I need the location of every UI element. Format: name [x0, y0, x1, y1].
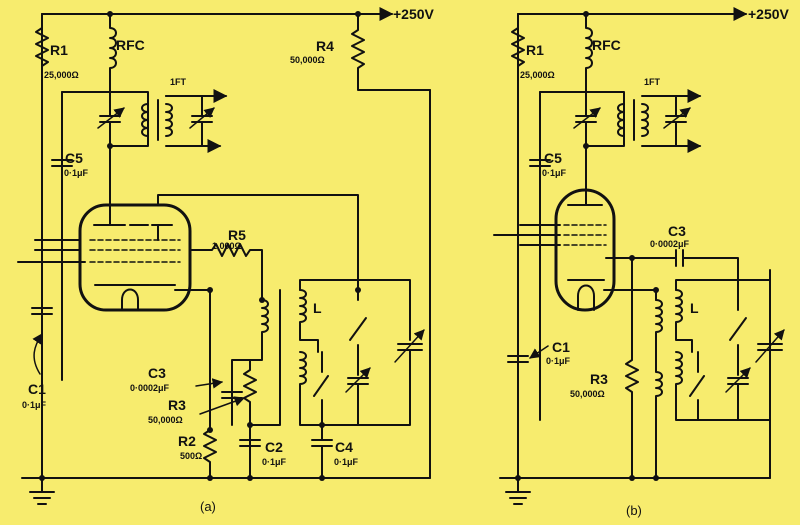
a-c1-capacitor [31, 307, 53, 315]
b-l-coil-lower [675, 351, 771, 421]
a-c5-label: C5 [65, 150, 83, 166]
b-c3-capacitor [605, 249, 739, 301]
b-feedback-coil [655, 299, 663, 479]
b-r3-resistor [625, 257, 639, 479]
a-r4-value: 50,000Ω [290, 55, 325, 65]
a-rfc-label: RFC [116, 37, 145, 53]
a-r2-resistor [203, 429, 217, 479]
a-r3-value: 50,000Ω [148, 415, 183, 425]
b-supply-label: +250V [748, 6, 790, 22]
a-c2-value: 0·1μF [262, 457, 287, 467]
a-r5-value: 1,000Ω [212, 241, 242, 251]
a-oscillator-anode-wire [157, 194, 359, 291]
a-r3-label: R3 [168, 397, 186, 413]
b-valve-envelope [554, 188, 616, 312]
b-r3-value: 50,000Ω [570, 389, 605, 399]
a-ift-label: 1FT [170, 77, 187, 87]
a-r3-resistor [243, 359, 257, 426]
b-valve-grids [563, 224, 607, 246]
b-l-coil-upper [675, 289, 693, 353]
b-r1-resistor [511, 13, 525, 81]
a-r5-label: R5 [228, 227, 246, 243]
a-supply-label: +250V [393, 6, 435, 22]
a-tuning-cap-main [321, 299, 423, 426]
b-junction-dots [515, 11, 659, 481]
a-switch-2 [349, 289, 367, 376]
b-c1-label: C1 [552, 339, 570, 355]
b-c3-label: C3 [668, 223, 686, 239]
a-junction-dots [39, 11, 361, 481]
a-switch-1 [313, 351, 329, 426]
a-r1-resistor [35, 13, 49, 81]
a-valve-heater [121, 288, 139, 311]
a-r1-label: R1 [50, 42, 68, 58]
a-ground-symbol [29, 477, 55, 505]
a-c4-value: 0·1μF [334, 457, 359, 467]
a-c4-label: C4 [335, 439, 353, 455]
a-feedback-coil [231, 299, 269, 401]
b-rfc-label: RFC [592, 37, 621, 53]
b-caption: (b) [626, 503, 642, 518]
b-rfc-choke [585, 13, 593, 91]
a-ift-transformer [61, 89, 226, 381]
b-c1-capacitor [507, 355, 529, 363]
a-c3-value: 0·0002μF [130, 383, 170, 393]
b-ground-symbol [505, 477, 531, 505]
b-valve-heater [577, 284, 595, 311]
a-caption: (a) [200, 499, 216, 514]
a-rfc-choke [109, 13, 117, 91]
a-l-coil-upper [299, 289, 319, 353]
a-c3-label: C3 [148, 365, 166, 381]
a-l-label: L [313, 300, 322, 316]
a-r5-resistor [189, 243, 263, 301]
b-ift-transformer [539, 89, 702, 421]
panel-b-schematic [493, 7, 785, 505]
a-c1-label: C1 [28, 381, 46, 397]
b-switch-1 [689, 351, 705, 421]
a-c5-value: 0·1μF [64, 168, 89, 178]
panel-a-schematic [17, 7, 431, 505]
b-ift-label: 1FT [644, 77, 661, 87]
b-c5-value: 0·1μF [542, 168, 567, 178]
a-l-coil-lower [299, 351, 323, 426]
b-l-label: L [690, 300, 699, 316]
a-c5-capacitor [51, 159, 73, 167]
b-r3-label: R3 [590, 371, 608, 387]
b-c5-label: C5 [544, 150, 562, 166]
a-valve-grids [89, 239, 181, 263]
b-tuning-cap-main [757, 343, 783, 421]
b-tuning-cap-small [727, 377, 749, 421]
b-c5-capacitor [529, 159, 551, 167]
b-c1-value: 0·1μF [546, 356, 571, 366]
a-r1-value: 25,000Ω [44, 70, 79, 80]
a-r2-value: 500Ω [180, 451, 202, 461]
a-c1-value: 0·1μF [22, 400, 47, 410]
a-c4-capacitor [311, 424, 333, 479]
a-valve-envelope [78, 203, 192, 312]
b-r1-label: R1 [526, 42, 544, 58]
a-c2-label: C2 [265, 439, 283, 455]
b-c3-value: 0·0002μF [650, 239, 690, 249]
a-r4-resistor [351, 13, 431, 91]
b-r1-value: 25,000Ω [520, 70, 555, 80]
a-r2-label: R2 [178, 433, 196, 449]
b-input-wire [493, 224, 561, 246]
b-switch-2 [729, 299, 747, 376]
a-r4-label: R4 [316, 38, 334, 54]
a-tuning-cap-small [347, 377, 369, 426]
b-valve-anode [567, 191, 603, 206]
a-c2-capacitor [239, 439, 261, 447]
